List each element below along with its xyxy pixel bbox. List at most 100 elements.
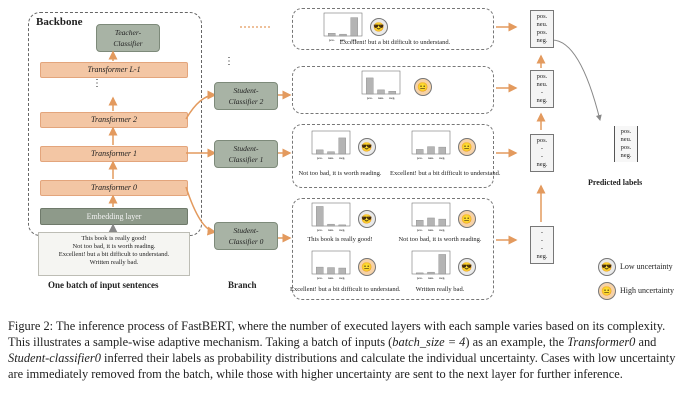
panel-teacher-sentence: Excellent! but a bit difficult to unders… (339, 39, 451, 46)
chart-bar (327, 267, 335, 275)
caption-suffix: inferred their labels as probability dis… (8, 351, 676, 381)
chart-bar (327, 223, 335, 227)
chart-tick-label: neg. (339, 228, 345, 232)
vector-student-0: - - - neg. (530, 226, 554, 264)
input-sentence-2: Not too bad, it is worth reading. (72, 243, 156, 250)
vector-cell: neg. (536, 37, 548, 44)
chart-bar (438, 146, 446, 155)
vector-cell: pos. (536, 29, 548, 36)
low-uncertainty-face-icon: 😎 (458, 258, 476, 276)
vector-student-1: pos. - - neg. (530, 134, 554, 172)
chart-bar (438, 218, 446, 227)
student-classifier-2-line1: Student- (233, 86, 259, 95)
chart-tick-label: neu. (428, 156, 434, 160)
legend-low-face-icon: 😎 (598, 258, 616, 276)
chart-tick-label: neu. (428, 276, 434, 280)
branch-ellipsis: ⋮ (224, 56, 234, 67)
panel-student-0 (292, 198, 494, 300)
caption-math: batch_size = 4 (392, 335, 466, 349)
branch-title: Branch (228, 280, 257, 290)
vector-cell: - (540, 229, 544, 236)
chart-bar (316, 266, 324, 275)
chart-student-1-b: pos. neu. neg. (411, 130, 451, 160)
figure-caption: Figure 2: The inference process of FastB… (8, 318, 682, 382)
chart-tick-label: pos. (329, 38, 335, 42)
chart-tick-label: pos. (417, 276, 423, 280)
student-classifier-0: Student- Classifier 0 (214, 222, 278, 250)
predicted-labels-vector: pos. neu. pos. neg. (614, 126, 638, 162)
chart-tick-label: neu. (428, 228, 434, 232)
vector-cell: neg. (536, 97, 548, 104)
legend-low-label: Low uncertainty (620, 262, 673, 271)
ellipsis-vertical: ⋮ (92, 78, 102, 89)
chart-bar (328, 33, 336, 37)
chart-bar (388, 91, 396, 95)
chart-bar (338, 137, 346, 155)
vector-student-2: pos. neu. - neg. (530, 70, 554, 108)
vector-cell: - (540, 245, 544, 252)
chart-tick-label: pos. (367, 96, 373, 100)
vector-cell: pos. (620, 144, 632, 151)
chart-student-0-c: pos.neu.neg. (311, 250, 351, 280)
chart-bar (427, 146, 435, 155)
caption-middle: ) as an example, the (465, 335, 568, 349)
chart-tick-label: pos. (417, 228, 423, 232)
chart-teacher: pos.neu.neg. (323, 12, 363, 42)
vector-cell: - (540, 153, 544, 160)
chart-tick-label: neg. (339, 156, 345, 160)
backbone-title: Backbone (36, 16, 83, 28)
chart-student-0-b: pos.neu.neg. (411, 202, 451, 232)
panel-s0-sentence-d: Written really bad. (415, 286, 465, 293)
panel-s0-sentence-a: This book is really good! (307, 236, 373, 243)
teacher-classifier: Teacher- Classifier (96, 24, 160, 52)
input-title: One batch of input sentences (48, 280, 159, 290)
chart-tick-label: pos. (317, 156, 323, 160)
high-uncertainty-face-icon: 😐 (458, 210, 476, 228)
low-uncertainty-face-icon: 😎 (370, 18, 388, 36)
high-uncertainty-face-icon: 😐 (414, 78, 432, 96)
chart-bar (339, 33, 347, 37)
panel-student-1 (292, 124, 494, 188)
student-classifier-2: Student- Classifier 2 (214, 82, 278, 110)
vector-cell: pos. (536, 73, 548, 80)
input-sentence-3: Excellent! but a bit difficult to unders… (58, 251, 170, 258)
chart-tick-label: neu. (328, 228, 334, 232)
chart-bar (416, 272, 424, 275)
chart-bar (350, 17, 358, 37)
chart-tick-label: pos. (417, 156, 423, 160)
input-sentences-box: This book is really good! Not too bad, i… (38, 232, 190, 276)
caption-student-classifier0: Student-classifier0 (8, 351, 101, 365)
chart-bar (438, 254, 446, 275)
chart-tick-label: neg. (439, 156, 445, 160)
panel-s0-sentence-c: Excellent! but a bit difficult to unders… (290, 286, 401, 293)
teacher-classifier-line1: Teacher- (114, 28, 142, 37)
caption-and: and (635, 335, 657, 349)
chart-student-2: pos.neu.neg. (361, 70, 401, 100)
chart-tick-label: neg. (339, 276, 345, 280)
chart-bar (377, 89, 385, 95)
chart-student-1-a: pos.neu.neg. (311, 130, 351, 160)
low-uncertainty-face-icon: 😎 (358, 210, 376, 228)
chart-tick-label: neg. (351, 38, 357, 42)
caption-prefix: Figure 2: The inference process of FastB… (8, 319, 666, 349)
vector-cell: neg. (620, 152, 632, 159)
vector-cell: pos. (536, 13, 548, 20)
chart-bar (366, 77, 374, 95)
chart-student-0-a: pos. neu. neg. (311, 202, 351, 232)
student-classifier-1: Student- Classifier 1 (214, 140, 278, 168)
predicted-labels-title: Predicted labels (588, 178, 643, 187)
input-sentence-1: This book is really good! (81, 235, 147, 242)
vector-cell: neg. (536, 161, 548, 168)
caption-transformer0: Transformer0 (567, 335, 636, 349)
chart-bar (338, 267, 346, 275)
input-sentence-4: Written really bad. (89, 259, 139, 266)
student-classifier-0-line1: Student- (233, 226, 259, 235)
chart-tick-label: neu. (378, 96, 384, 100)
student-classifier-1-line2: Classifier 1 (228, 155, 264, 164)
vector-cell: - (540, 237, 544, 244)
chart-tick-label: pos. (317, 276, 323, 280)
vector-cell: neu. (536, 21, 548, 28)
chart-tick-label: pos. (317, 228, 323, 232)
vector-cell: - (540, 89, 544, 96)
teacher-classifier-line2: Classifier (113, 39, 143, 48)
